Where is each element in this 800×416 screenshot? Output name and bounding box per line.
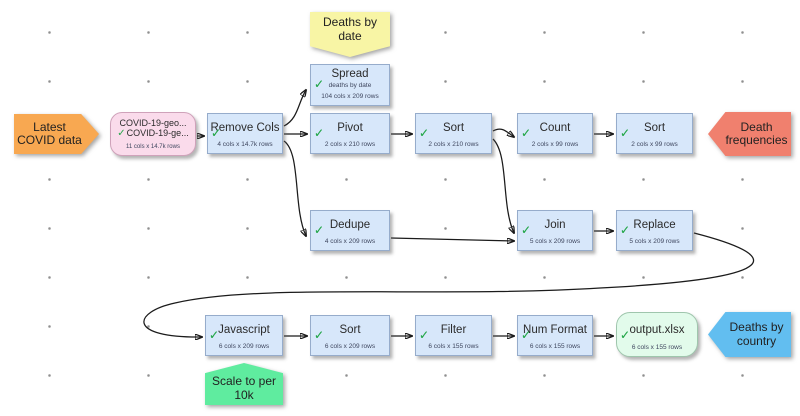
node-dimensions: 6 cols x 155 rows (631, 344, 683, 351)
node-title: Join (544, 219, 566, 231)
check-icon: ✓ (620, 126, 631, 140)
edge-dedupe-to-join (390, 237, 514, 241)
node-dimensions: 5 cols x 209 rows (529, 238, 581, 245)
io-label-text: Deaths by country (708, 312, 791, 357)
check-icon: ✓ (419, 328, 430, 342)
node-join[interactable]: ✓ Join 5 cols x 209 rows (517, 210, 593, 251)
node-title: Sort (643, 122, 666, 134)
check-icon: ✓ (209, 328, 220, 342)
node-dimensions: 4 cols x 14.7k rows (217, 141, 273, 148)
node-title: Sort (442, 122, 465, 134)
node-dimensions: 4 cols x 209 rows (324, 238, 376, 245)
check-icon: ✓ (521, 223, 532, 237)
check-icon: ✓ (314, 223, 325, 237)
io-label-text: Latest COVID data (14, 114, 99, 154)
node-dimensions: 6 cols x 209 rows (324, 343, 376, 350)
check-icon: ✓ (620, 328, 631, 342)
check-icon: ✓ (117, 128, 126, 139)
node-dimensions: 6 cols x 209 rows (218, 343, 270, 350)
edge-sort-1-to-count (492, 128, 514, 137)
node-title: Javascript (218, 324, 270, 336)
edge-sort-1-to-join (492, 138, 514, 233)
node-dimensions: 5 cols x 209 rows (629, 238, 680, 245)
node-title: Sort (339, 324, 361, 336)
edge-remove-cols-to-dedupe (283, 140, 306, 236)
dataset-name: COVID-19-geo... (119, 118, 187, 128)
node-title: Dedupe (329, 219, 371, 231)
node-title: Pivot (337, 122, 363, 134)
node-dimensions: 11 cols x 14.7k rows (126, 144, 180, 150)
node-sort-2[interactable]: ✓ Sort 2 cols x 99 rows (616, 113, 693, 154)
node-javascript[interactable]: ✓Javascript 6 cols x 209 rows (205, 315, 283, 356)
check-icon: ✓ (521, 328, 532, 342)
note-text: Scale to per 10k (205, 363, 283, 405)
note-deaths-by-date[interactable]: Deaths by date (310, 12, 390, 57)
node-dimensions: 2 cols x 99 rows (531, 141, 579, 148)
check-icon: ✓ (314, 328, 325, 342)
node-sort-1[interactable]: ✓ Sort 2 cols x 210 rows (415, 113, 492, 154)
node-replace[interactable]: ✓Replace 5 cols x 209 rows (616, 210, 693, 251)
check-icon: ✓ (521, 126, 532, 140)
note-scale-to-per-10k[interactable]: Scale to per 10k (205, 363, 283, 405)
node-sort-3[interactable]: ✓ Sort 6 cols x 209 rows (310, 315, 390, 356)
node-dimensions: 2 cols x 210 rows (428, 141, 479, 148)
check-icon: ✓ (314, 77, 325, 91)
node-dimensions: 2 cols x 99 rows (631, 141, 678, 148)
node-title: output.xlsx (629, 324, 685, 336)
edge-replace-to-javascript (143, 232, 755, 337)
edge-remove-cols-to-spread (283, 90, 306, 127)
dataset-name-2: ✓COVID-19-ge... (117, 128, 189, 139)
node-dimensions: 6 cols x 155 rows (428, 343, 479, 350)
io-label-death-frequencies[interactable]: Death frequencies (708, 112, 791, 156)
node-filter[interactable]: ✓ Filter 6 cols x 155 rows (415, 315, 492, 356)
node-output-xlsx[interactable]: ✓output.xlsx 6 cols x 155 rows (616, 312, 698, 357)
node-dimensions: 104 cols x 209 rows (321, 93, 379, 100)
node-remove-cols[interactable]: ✓Remove Cols 4 cols x 14.7k rows (207, 113, 283, 154)
check-icon: ✓ (314, 126, 325, 140)
io-label-text: Death frequencies (708, 112, 791, 156)
node-source-file[interactable]: COVID-19-geo...✓COVID-19-ge... 11 cols x … (110, 112, 196, 156)
node-spread[interactable]: ✓ Spread deaths by date 104 cols x 209 rows (310, 64, 390, 106)
node-dimensions: 6 cols x 155 rows (529, 343, 581, 350)
note-text: Deaths by date (310, 12, 390, 57)
node-dedupe[interactable]: ✓ Dedupe 4 cols x 209 rows (310, 210, 390, 251)
check-icon: ✓ (419, 126, 430, 140)
node-title: Filter (440, 324, 467, 336)
node-title: Remove Cols (210, 122, 280, 134)
node-title: Count (539, 122, 571, 134)
node-description: deaths by date (328, 82, 372, 89)
check-icon: ✓ (211, 126, 222, 140)
node-pivot[interactable]: ✓ Pivot 2 cols x 210 rows (310, 113, 390, 154)
node-dimensions: 2 cols x 210 rows (324, 141, 376, 148)
io-label-latest-covid-data[interactable]: Latest COVID data (14, 114, 99, 154)
node-num-format[interactable]: ✓Num Format 6 cols x 155 rows (517, 315, 593, 356)
node-title: Num Format (523, 324, 587, 336)
check-icon: ✓ (620, 223, 631, 237)
node-title: Replace (633, 219, 676, 231)
node-title: Spread (331, 68, 369, 80)
node-count[interactable]: ✓ Count 2 cols x 99 rows (517, 113, 593, 154)
io-label-deaths-by-country[interactable]: Deaths by country (708, 312, 791, 357)
